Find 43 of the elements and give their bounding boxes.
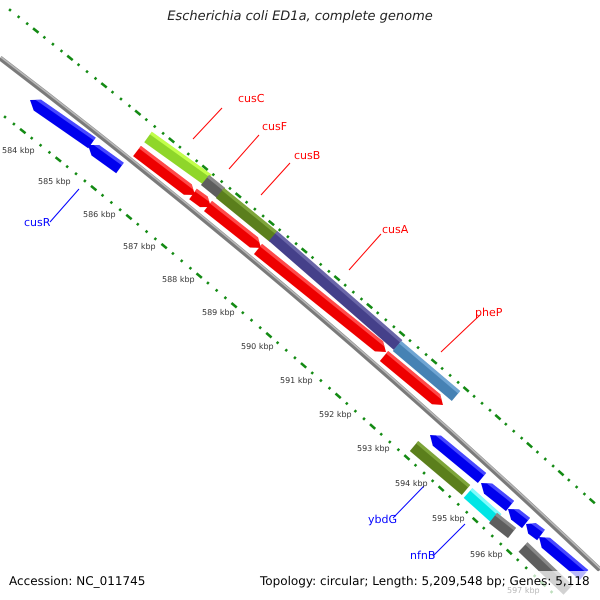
scale-label: 595 kbp [432,515,465,524]
scale-label: 591 kbp [280,377,313,386]
gene-block [216,188,278,242]
scale-label: 590 kbp [241,343,274,352]
leader-line [192,108,222,140]
scale-label: 589 kbp [202,309,235,318]
pointed-gene-block [481,483,514,512]
scale-label: 586 kbp [83,211,116,220]
leader-line [392,486,424,518]
scale-label: 587 kbp [123,243,156,252]
scale-label: 594 kbp [395,480,428,489]
pointed-gene-block [30,100,96,148]
gene-label: cusR [24,217,50,230]
leader-line [228,134,260,170]
leader-line [432,524,466,556]
gene-label: cusC [238,93,264,106]
leader-line [440,314,480,352]
pointed-gene-block [508,509,530,528]
leader-line [260,162,290,196]
gene-label: cusA [382,224,408,236]
footer-text: Topology: circular; Length: 5,209,548 bp; Genes: 5,118 [260,575,590,588]
gene-label: cusF [262,121,288,134]
diagram-title: Escherichia coli ED1a, complete genome [166,10,434,24]
scale-label: 588 kbp [162,276,195,285]
gene-block [392,341,460,401]
gene-label: cusB [294,150,320,162]
scale-label: 593 kbp [357,445,390,454]
pointed-gene-block [88,144,124,174]
gene-label: pheP [475,307,502,320]
scale-label: 596 kbp [470,551,503,560]
leader-line [348,234,382,270]
pointed-gene-block [526,523,545,540]
gene-label: nfnB [410,550,436,562]
scale-label: 592 kbp [319,411,352,420]
scale-label: 584 kbp [2,147,35,156]
pointed-gene-block [430,435,486,483]
pointed-gene-block [189,188,211,208]
gene-block [144,132,212,186]
footer-text: Accession: NC_011745 [9,575,146,588]
gene-label: ybdG [368,514,397,526]
scale-label: 597 kbp [507,587,540,596]
leader-line [50,188,80,222]
scale-label: 585 kbp [38,178,71,187]
